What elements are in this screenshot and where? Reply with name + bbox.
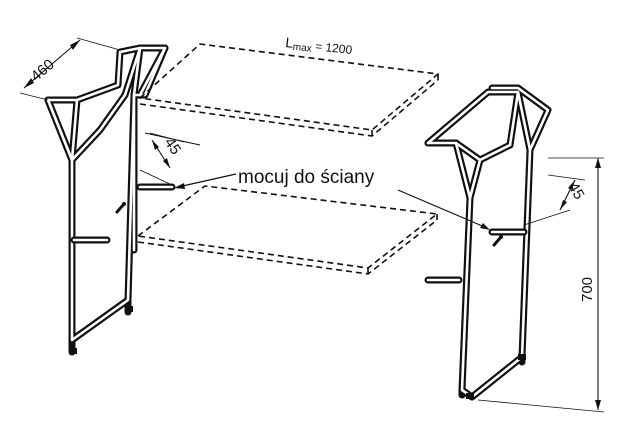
wall-mount-callout: mocuj do ściany <box>174 167 490 230</box>
svg-text:Lmax = 1200: Lmax = 1200 <box>284 34 353 59</box>
upper-shelf <box>139 43 439 137</box>
left-wall-screw <box>115 202 126 214</box>
right-wall-screw <box>492 235 503 247</box>
left-frame <box>44 44 169 356</box>
dimension-height: 700 <box>477 157 605 413</box>
dimension-height-label: 700 <box>579 277 596 302</box>
length-symbol: L <box>285 34 295 51</box>
lower-shelf <box>137 185 438 275</box>
right-frame <box>424 84 552 401</box>
left-feet <box>69 306 133 354</box>
length-subscript: max <box>292 42 312 55</box>
dimension-length-label: Lmax = 1200 <box>284 34 353 59</box>
wall-mount-callout-text: mocuj do ściany <box>238 167 375 188</box>
length-value: = 1200 <box>311 39 353 57</box>
right-feet <box>466 354 526 399</box>
dimension-bracket-offset-left: 45 <box>139 132 201 186</box>
dimension-bracket-offset-right-label: 45 <box>565 180 588 203</box>
dimension-bracket-offset-right: 45 <box>523 174 588 226</box>
dimension-bracket-offset-left-label: 45 <box>161 135 184 158</box>
